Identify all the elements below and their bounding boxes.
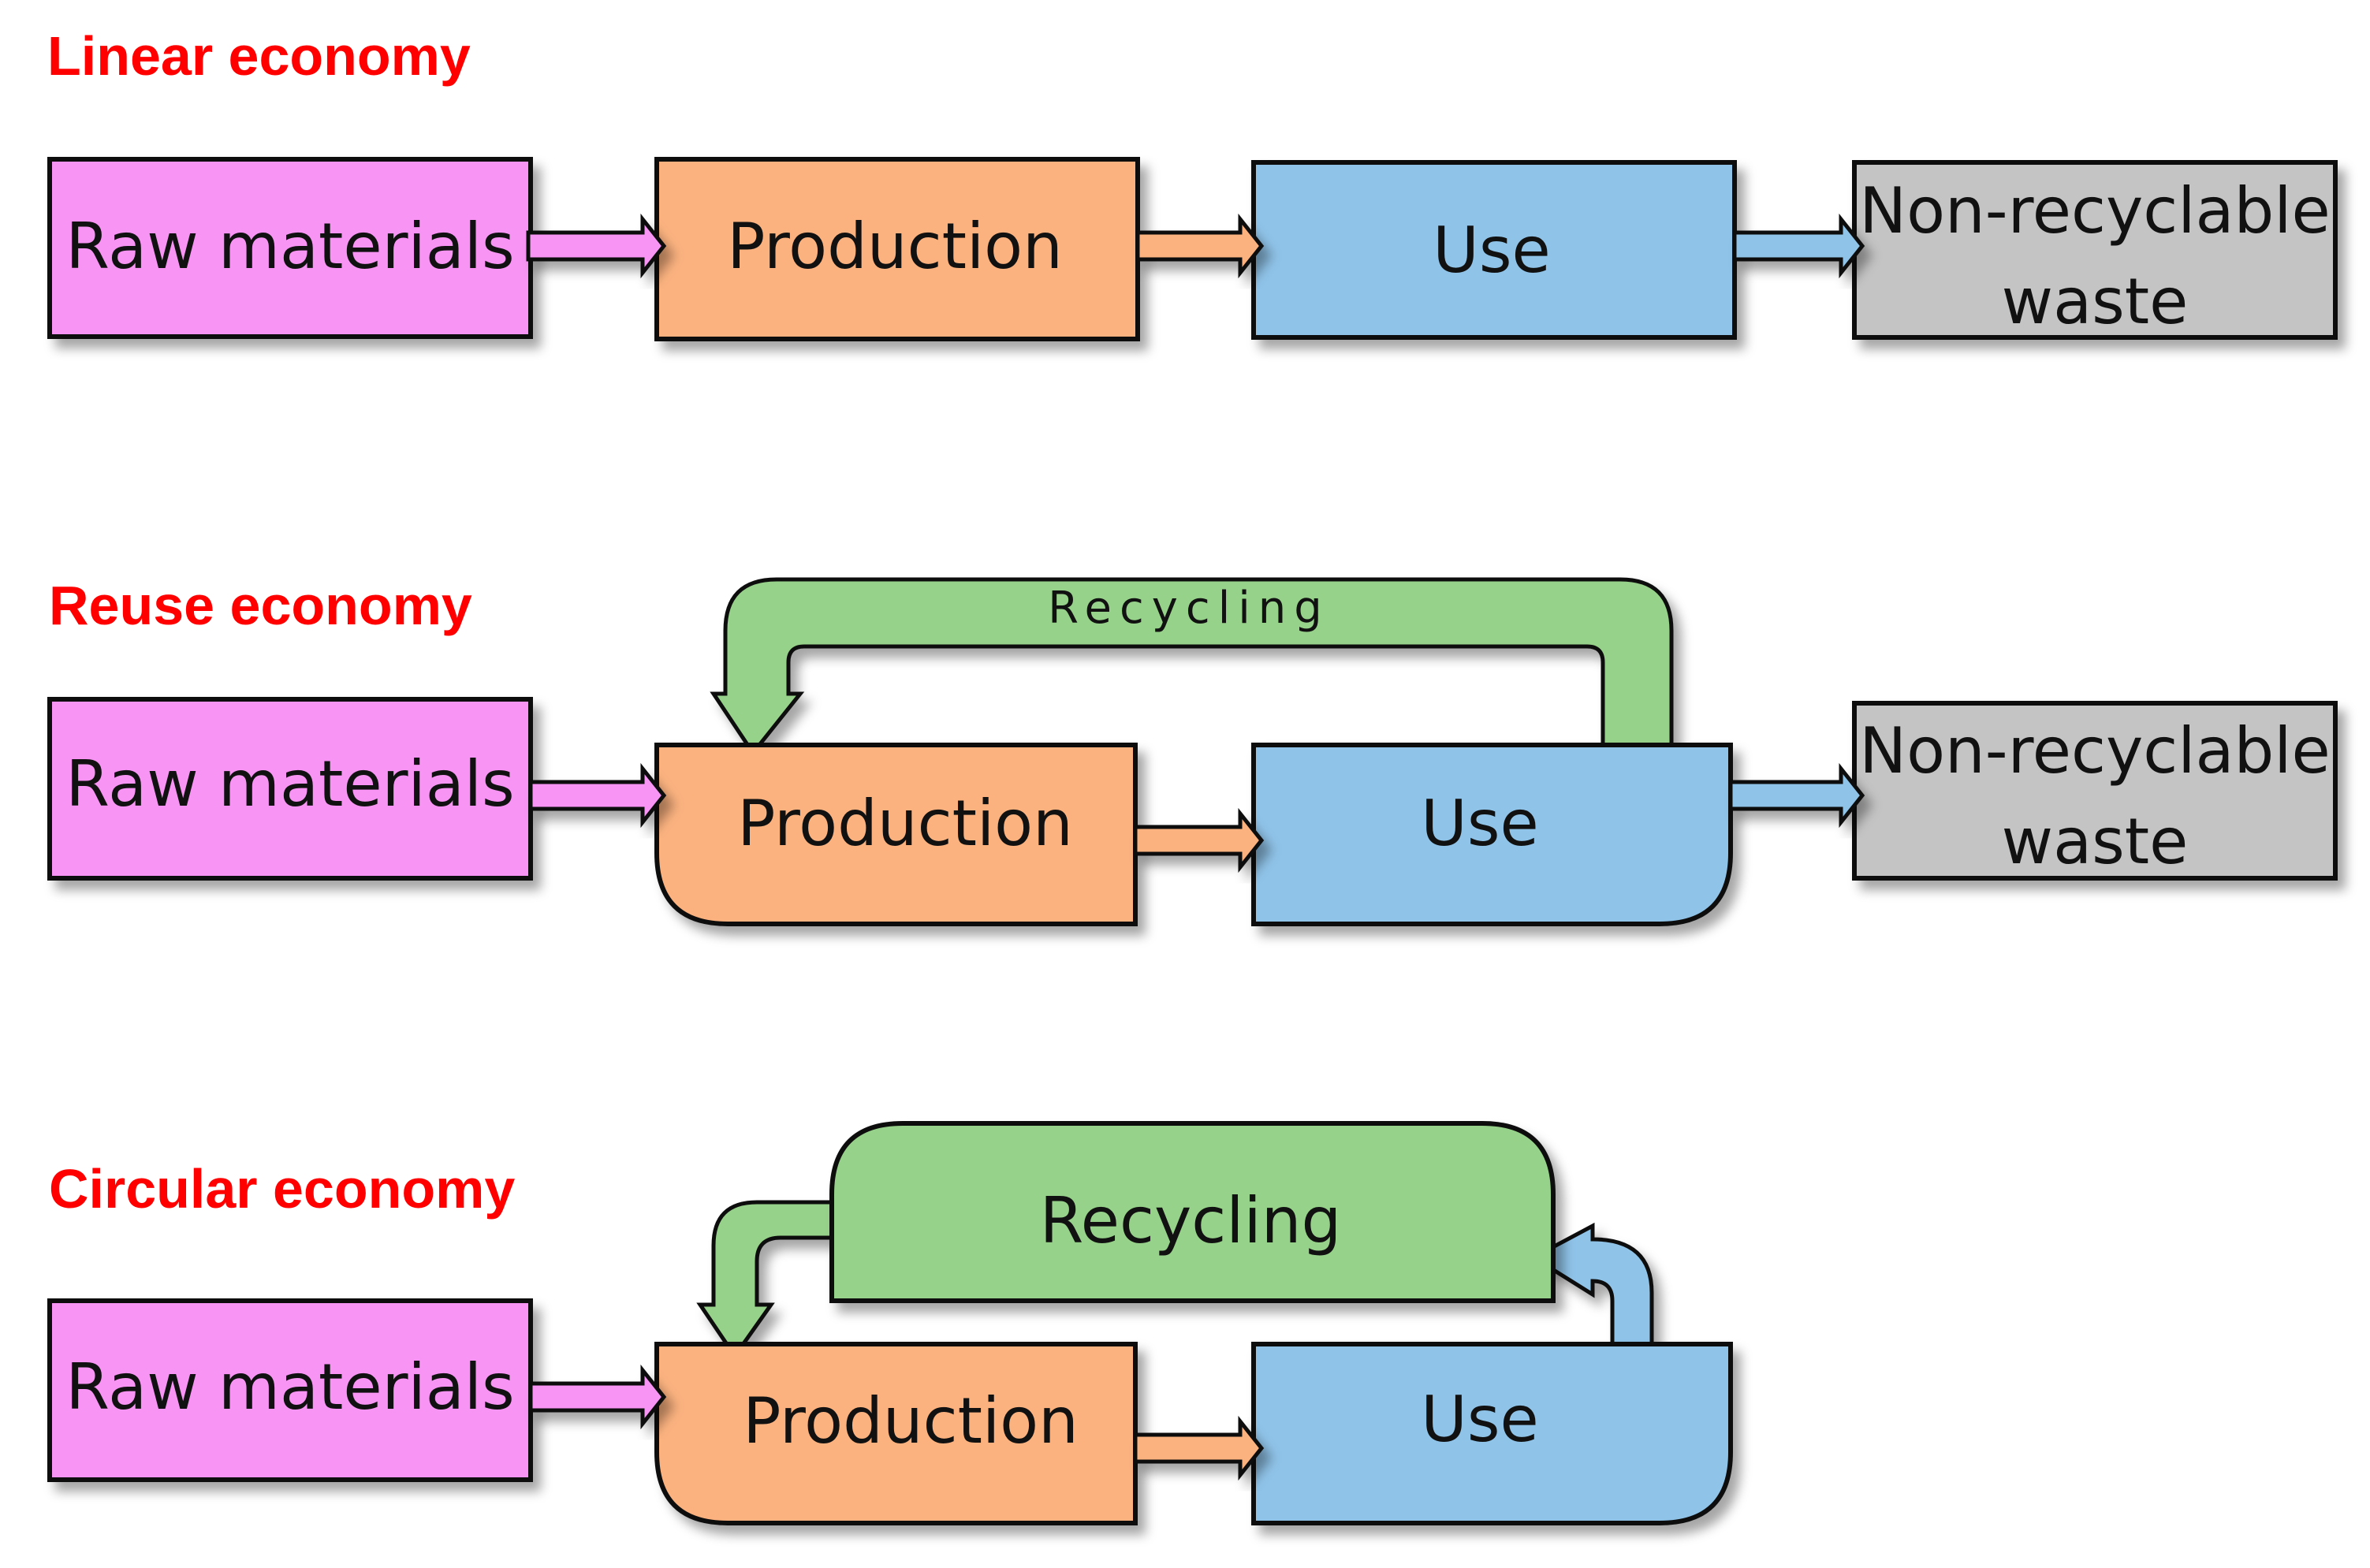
linear-production-box: [654, 157, 1140, 341]
linear-raw-materials-label: Raw materials: [65, 210, 514, 283]
linear-waste-label-line1: Non-recyclable: [1859, 174, 2331, 248]
circular-economy-section: Circular economy Recycling Raw materials…: [47, 1121, 1733, 1525]
linear-arrow-production-to-use: [1135, 213, 1265, 279]
reuse-arrow-production-to-use: [1133, 807, 1265, 873]
reuse-recycling-label: Recycling: [1048, 583, 1330, 634]
reuse-raw-materials-label: Raw materials: [65, 747, 514, 821]
reuse-waste-label-line1: Non-recyclable: [1859, 714, 2331, 788]
reuse-waste-box: [1852, 701, 2338, 881]
reuse-economy-title: Reuse economy: [49, 575, 472, 636]
linear-waste-box: [1852, 160, 2338, 340]
linear-economy-title: Linear economy: [47, 25, 471, 87]
reuse-recycling-loop-arrow: [710, 577, 1674, 757]
reuse-production-label: Production: [737, 787, 1073, 860]
circular-arrow-production-to-use: [1133, 1415, 1265, 1481]
circular-recycling-box: [829, 1121, 1556, 1303]
circular-arrow-use-to-recycling: [1530, 1222, 1654, 1349]
circular-raw-materials-box: [47, 1298, 533, 1482]
circular-production-label: Production: [743, 1384, 1079, 1458]
circular-arrow-recycling-to-production: [696, 1200, 834, 1360]
reuse-raw-materials-box: [47, 697, 533, 881]
linear-use-box: [1251, 160, 1737, 340]
linear-raw-materials-box: [47, 157, 533, 339]
reuse-production-box: [654, 743, 1138, 926]
reuse-waste-label-line2: waste: [2002, 805, 2189, 878]
reuse-use-label: Use: [1421, 787, 1538, 860]
circular-arrow-raw-to-production: [528, 1364, 667, 1430]
reuse-arrow-use-to-waste: [1728, 762, 1865, 829]
reuse-use-box: [1251, 743, 1733, 926]
circular-recycling-label: Recycling: [1040, 1184, 1341, 1257]
circular-use-label: Use: [1421, 1383, 1538, 1456]
circular-production-box: [654, 1342, 1138, 1525]
circular-use-box: [1251, 1342, 1733, 1525]
circular-economy-title: Circular economy: [49, 1158, 515, 1220]
reuse-arrow-raw-to-production: [528, 762, 667, 829]
linear-production-label: Production: [727, 210, 1063, 283]
linear-economy-section: Linear economy Raw materials Production …: [47, 25, 2338, 341]
linear-waste-label-line2: waste: [2002, 265, 2189, 338]
linear-arrow-raw-to-production: [526, 213, 667, 279]
linear-use-label: Use: [1433, 214, 1550, 287]
reuse-economy-section: Reuse economy Recycling Raw materials Pr…: [47, 575, 2338, 926]
circular-raw-materials-label: Raw materials: [65, 1350, 514, 1424]
linear-arrow-use-to-waste: [1732, 213, 1865, 279]
